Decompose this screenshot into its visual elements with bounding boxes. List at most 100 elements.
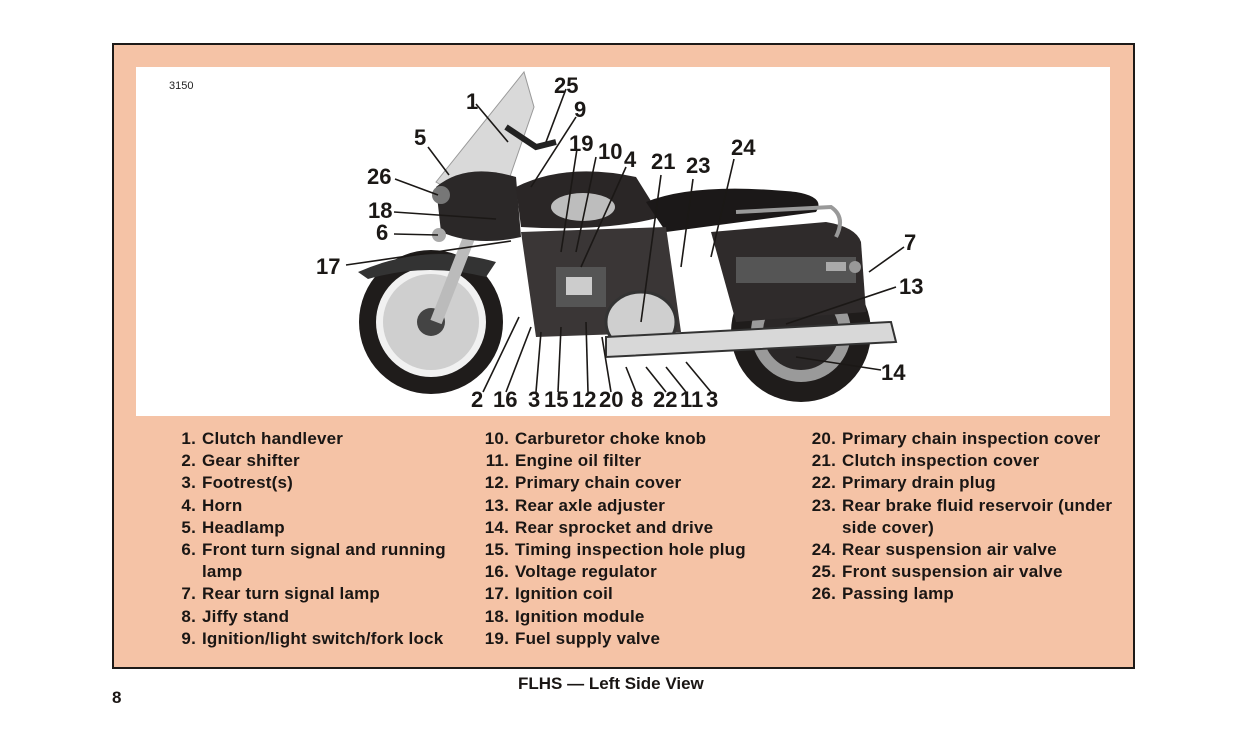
- exhaust: [605, 320, 898, 359]
- legend-item: 2.Gear shifter: [174, 450, 474, 472]
- legend-item-number: 19.: [484, 628, 509, 648]
- legend-item-text: Fuel supply valve: [515, 628, 661, 648]
- callout-4: 4: [624, 147, 637, 172]
- legend-item-number: 1.: [181, 429, 196, 448]
- legend-item-number: 18.: [484, 606, 509, 626]
- callout-5: 5: [414, 125, 426, 150]
- callout-6: 6: [376, 220, 388, 245]
- legend-item-text: Primary chain inspection cover: [842, 429, 1101, 448]
- legend-item-text: Carburetor choke knob: [515, 429, 707, 448]
- callout-25: 25: [554, 73, 578, 98]
- legend-item: 4. Horn: [174, 495, 474, 517]
- legend-item: 25.Front suspension air valve: [806, 561, 1126, 583]
- legend-column-3: 20. Primary chain inspection cover 21. Clut…: [806, 428, 1126, 606]
- legend-item-number: 17.: [484, 584, 509, 604]
- legend-item: 23.Rear brake fluid reservoir (under sid…: [806, 495, 1126, 539]
- callout-12: 12: [572, 387, 596, 412]
- leader-lines: [345, 88, 905, 393]
- legend-item: 1. Clutch handlever: [174, 428, 474, 450]
- callout-8: 8: [631, 387, 643, 412]
- callout-11: 11: [680, 387, 703, 412]
- callout-18: 18: [368, 198, 392, 223]
- legend-item-number: 2.: [181, 451, 196, 471]
- legend-item: 15. Timing inspection hole plug: [479, 539, 799, 561]
- callout-3b: 3: [706, 387, 718, 412]
- legend-item-text: Engine oil filter: [515, 451, 642, 471]
- callout-labels: 1 25 9 19 10 4 21 23 24 5 26 18 6 17 7 1…: [316, 73, 923, 412]
- callout-17: 17: [316, 254, 340, 279]
- legend-item-number: 11.: [485, 451, 509, 471]
- callout-19: 19: [569, 131, 593, 156]
- legend-item: 5.Headlamp: [174, 517, 474, 539]
- callout-20: 20: [599, 387, 623, 412]
- legend-item-number: 3.: [181, 473, 196, 493]
- legend-item: 6. Front turn signal and running lamp: [174, 539, 474, 583]
- callout-1: 1: [466, 89, 478, 114]
- legend-item-text: Horn: [202, 495, 243, 515]
- legend-item-number: 20.: [811, 429, 836, 448]
- legend-item-number: 9.: [181, 628, 196, 648]
- callout-7: 7: [904, 230, 916, 255]
- legend-item: 7.Rear turn signal lamp: [174, 583, 474, 605]
- legend-item: 19. Fuel supply valve: [479, 628, 799, 650]
- legend-item: 18. Ignition module: [479, 606, 799, 628]
- legend-item-text: Rear turn signal lamp: [202, 584, 381, 604]
- legend-item: 14.Rear sprocket and drive: [479, 517, 799, 539]
- legend-item: 20. Primary chain inspection cover: [806, 428, 1126, 450]
- seat: [646, 188, 819, 232]
- callout-23: 23: [686, 153, 710, 178]
- legend-item-number: 4.: [181, 495, 196, 515]
- legend-item-number: 10.: [484, 429, 509, 448]
- callout-26: 26: [367, 164, 391, 189]
- legend-item-number: 12.: [484, 473, 509, 493]
- page-number: 8: [112, 688, 122, 707]
- legend-item-text: Ignition coil: [515, 584, 613, 604]
- figure-number: 3150: [169, 80, 194, 92]
- legend-item-text: Timing inspection hole plug: [515, 540, 746, 560]
- legend-item-number: 24.: [811, 540, 836, 560]
- motorcycle-photo: 3150: [136, 67, 1110, 416]
- legend-item: 26.Passing lamp: [806, 583, 1126, 605]
- callout-13: 13: [899, 274, 923, 299]
- callout-14: 14: [881, 360, 906, 385]
- legend-item: 11. Engine oil filter: [479, 450, 799, 472]
- legend-item-text: Clutch inspection cover: [842, 451, 1040, 471]
- legend-item-text: Primary chain cover: [515, 473, 682, 493]
- legend-item-number: 16.: [484, 562, 509, 582]
- legend-item-number: 23.: [811, 495, 836, 515]
- callout-22: 22: [653, 387, 677, 412]
- legend-item-text: Ignition/light switch/fork lock: [202, 628, 444, 648]
- callout-9: 9: [574, 97, 586, 122]
- legend-item-number: 26.: [811, 584, 836, 604]
- callout-16: 16: [493, 387, 517, 412]
- fairing: [436, 171, 521, 241]
- callout-15: 15: [544, 387, 568, 412]
- legend-item: 3.Footrest(s): [174, 472, 474, 494]
- callout-3a: 3: [528, 387, 540, 412]
- motorcycle-illustration: 1 25 9 19 10 4 21 23 24 5 26 18 6 17 7 1…: [316, 70, 923, 412]
- legend-item-text: Ignition module: [515, 606, 645, 626]
- legend-item-text: Clutch handlever: [202, 429, 344, 448]
- legend-item-number: 13.: [484, 495, 509, 515]
- legend-item-text: Rear sprocket and drive: [515, 517, 714, 537]
- legend-item: 21. Clutch inspection cover: [806, 450, 1126, 472]
- legend-item-text: Rear axle adjuster: [515, 495, 666, 515]
- callout-2: 2: [471, 387, 483, 412]
- legend-item-text: Front turn signal and running lamp: [202, 540, 446, 582]
- callout-21: 21: [651, 149, 675, 174]
- legend-item-text: Headlamp: [202, 517, 285, 537]
- legend-item-text: Primary drain plug: [842, 473, 996, 493]
- legend-item-number: 22.: [811, 473, 836, 493]
- legend-item-number: 6.: [181, 540, 196, 560]
- legend-item-number: 21.: [811, 451, 836, 471]
- legend-item-number: 8.: [181, 606, 196, 626]
- legend-item-number: 15.: [484, 540, 509, 560]
- legend-item: 10. Carburetor choke knob: [479, 428, 799, 450]
- callout-24: 24: [731, 135, 756, 160]
- legend-item: 22. Primary drain plug: [806, 472, 1126, 494]
- legend-item: 8. Jiffy stand: [174, 606, 474, 628]
- legend-item-text: Jiffy stand: [202, 606, 290, 626]
- legend-item: 17. Ignition coil: [479, 583, 799, 605]
- legend-item: 16.Voltage regulator: [479, 561, 799, 583]
- legend-item: 9. Ignition/light switch/fork lock: [174, 628, 474, 650]
